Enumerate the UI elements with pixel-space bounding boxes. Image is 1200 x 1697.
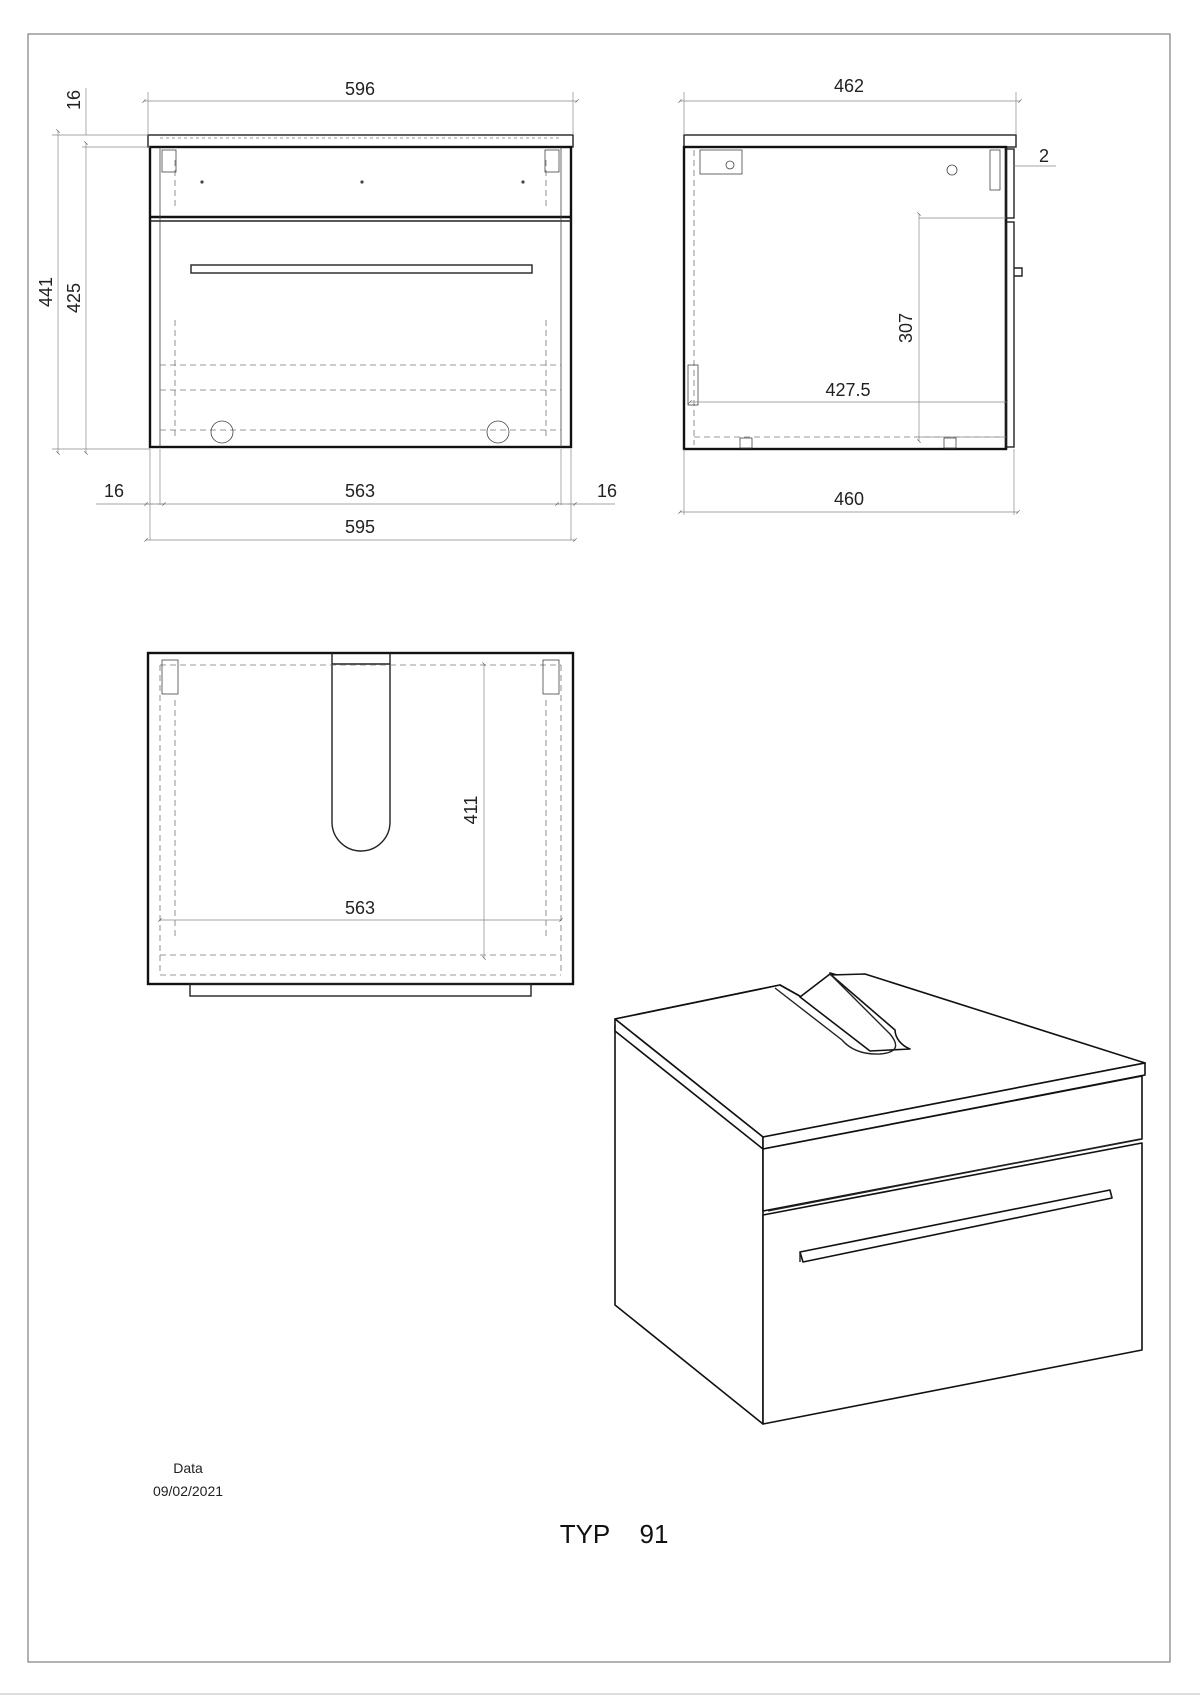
dim-front-height-body: 425 bbox=[64, 283, 84, 313]
dim-side-depth-top: 462 bbox=[834, 76, 864, 96]
dim-side-drawer-depth: 427.5 bbox=[825, 380, 870, 400]
isometric-view bbox=[614, 972, 1146, 1425]
top-view: 411 563 bbox=[146, 651, 575, 997]
dim-top-inner-depth: 411 bbox=[461, 796, 481, 825]
date-label: Data bbox=[173, 1460, 203, 1476]
dim-front-top-thickness: 16 bbox=[64, 90, 84, 110]
dim-front-side-right: 16 bbox=[597, 481, 617, 501]
dim-front-width-top: 596 bbox=[345, 79, 375, 99]
dim-side-door-gap: 2 bbox=[1039, 146, 1049, 166]
dim-front-width-bottom: 595 bbox=[345, 517, 375, 537]
dim-top-inner-width: 563 bbox=[345, 898, 375, 918]
date-value: 09/02/2021 bbox=[153, 1483, 223, 1499]
dim-front-side-left: 16 bbox=[104, 481, 124, 501]
sheet-border bbox=[27, 33, 1171, 1663]
dim-side-drawer-height: 307 bbox=[896, 313, 916, 343]
side-view: 462 2 307 427.5 460 bbox=[678, 76, 1056, 515]
dim-side-depth-bottom: 460 bbox=[834, 489, 864, 509]
type-label: TYP bbox=[560, 1519, 611, 1549]
type-number: 91 bbox=[640, 1519, 669, 1549]
front-view: 596 441 425 16 16 563 16 595 bbox=[36, 79, 617, 542]
dim-front-inner-width: 563 bbox=[345, 481, 375, 501]
dim-front-height-total: 441 bbox=[36, 277, 56, 307]
